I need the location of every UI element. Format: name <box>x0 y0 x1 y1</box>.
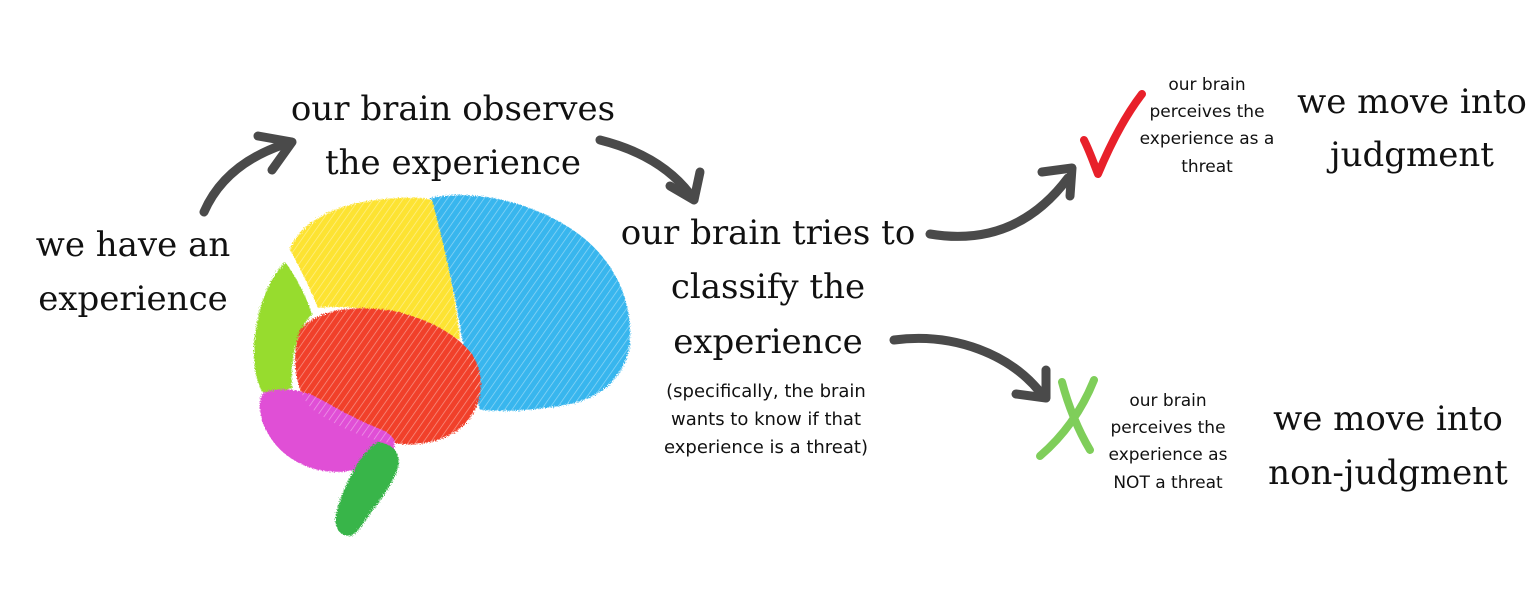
step-brain-observes-line-2: the experience <box>325 143 581 184</box>
nonthreat-condition-line-2: perceives the <box>1110 418 1226 439</box>
step-brain-classifies-line-1: our brain tries to <box>620 213 916 253</box>
nonthreat-condition-line-3: experience as <box>1108 445 1228 466</box>
step-have-experience-line-2: experience <box>38 279 228 320</box>
threat-condition-line-3: experience as a <box>1139 129 1275 150</box>
outcome-nonjudgment-line-1: we move into <box>1273 399 1503 439</box>
arrow-observe-to-classify <box>595 135 705 205</box>
outcome-nonjudgment: we move into non-judgment <box>1252 392 1524 501</box>
threat-condition-line-4: threat <box>1181 156 1233 177</box>
step-brain-observes-line-1: our brain observes <box>290 89 616 129</box>
brain-front-lobe <box>253 262 312 393</box>
arrow-classify-to-nonthreat <box>889 333 1051 403</box>
outcome-nonjudgment-line-2: non-judgment <box>1268 453 1508 494</box>
arrow-start-to-observe <box>199 131 297 217</box>
nonthreat-condition-line-1: our brain <box>1129 391 1207 411</box>
brain-texture <box>290 195 631 445</box>
step-have-experience-line-1: we have an <box>35 225 231 265</box>
nonthreat-condition-line-4: NOT a threat <box>1113 472 1223 493</box>
outcome-judgment-line-1: we move into <box>1297 82 1527 122</box>
outcome-judgment-line-2: judgment <box>1330 134 1494 175</box>
arrow-classify-to-threat <box>925 163 1077 241</box>
classify-note-line-2: wants to know if that <box>670 408 861 430</box>
nonthreat-condition: our brain perceives the experience as NO… <box>1100 388 1236 497</box>
green-x-icon <box>1036 376 1098 460</box>
threat-condition: our brain perceives the experience as a … <box>1136 72 1278 181</box>
classify-note-line-1: (specifically, the brain <box>666 381 866 402</box>
step-brain-classifies-line-2: classify the <box>670 267 866 308</box>
red-checkmark-icon <box>1080 90 1146 178</box>
classify-note-line-3: experience is a threat) <box>664 436 868 458</box>
step-have-experience: we have an experience <box>28 218 238 327</box>
outcome-judgment: we move into judgment <box>1288 76 1536 181</box>
step-brain-classifies-line-3: experience <box>673 321 863 362</box>
step-brain-observes: our brain observes the experience <box>282 82 624 191</box>
flow-arrows <box>199 131 1077 403</box>
step-brain-classifies: our brain tries to classify the experien… <box>612 206 924 369</box>
brain-occipital-lower <box>259 389 395 473</box>
classify-note: (specifically, the brain wants to know i… <box>660 378 872 462</box>
threat-condition-line-1: our brain <box>1168 75 1246 95</box>
brain-stem <box>335 442 399 536</box>
threat-condition-line-2: perceives the <box>1149 102 1265 123</box>
